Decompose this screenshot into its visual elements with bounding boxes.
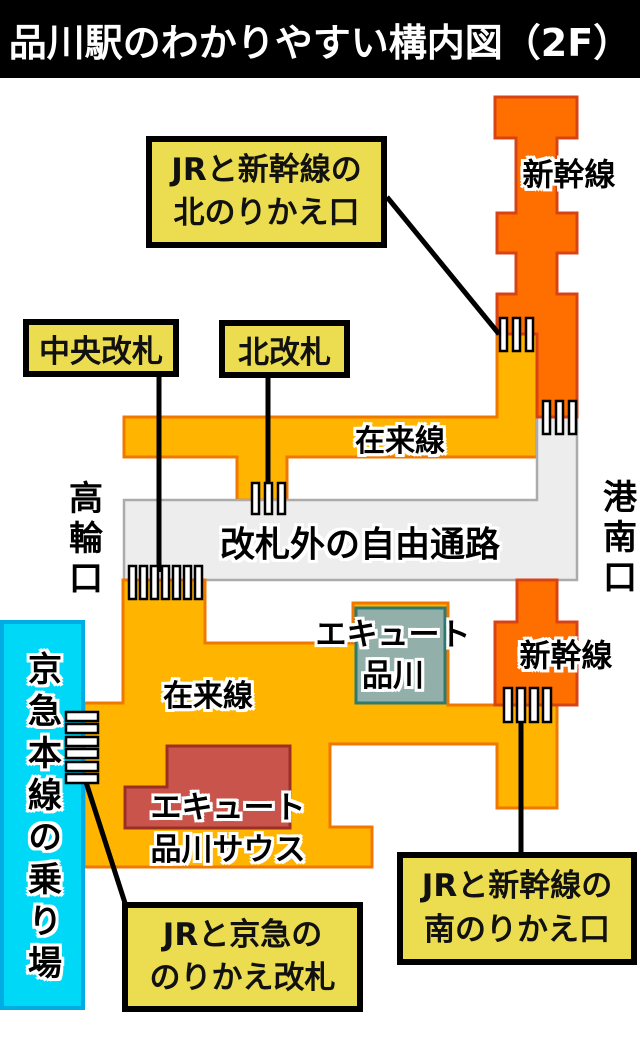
page-title-bar: 品川駅のわかりやすい構内図（2F） <box>0 0 640 78</box>
konan-exit-label: 港南口 <box>596 479 637 599</box>
ecute-shinagawa-area <box>354 606 447 705</box>
central-gate-callout: 中央改札 <box>23 319 179 377</box>
north-gates-icon <box>250 481 287 516</box>
free-passage-label: 改札外の自由通路 <box>219 525 501 566</box>
ecute-shinagawa-label: エキュート 品川 <box>316 615 471 697</box>
south-transfer-callout: JRと新幹線の 南のりかえ口 <box>397 852 637 965</box>
south-transfer-callout-line2: 南のりかえ口 <box>424 911 610 948</box>
keikyu-transfer-leader-line <box>82 778 128 904</box>
takanawa-exit-label: 高輪口 <box>62 480 103 600</box>
north-gate-callout: 北改札 <box>219 320 350 378</box>
shinkansen-south-gates-icon <box>502 686 553 724</box>
central-gate-callout-label: 中央改札 <box>39 333 163 370</box>
ecute-shinagawa-label-line1: エキュート <box>315 617 471 653</box>
jr-line-south-label: 在来線 <box>163 679 253 714</box>
keikyu-transfer-callout-line2: のりかえ改札 <box>149 960 336 996</box>
ecute-south-area <box>123 744 292 830</box>
ecute-south-label-line2: 品川サウス <box>150 832 306 868</box>
north-gate-callout-label: 北改札 <box>238 334 331 371</box>
shinkansen-north-label: 新幹線 <box>522 157 616 194</box>
shinkansen-south-track <box>493 578 579 707</box>
keikyu-platform-label: 京急本線の乗り場 <box>21 651 62 987</box>
north-transfer-callout-line1: JRと新幹線の <box>171 152 362 189</box>
ecute-south-label: エキュート 品川サウス <box>151 787 306 871</box>
shinkansen-south-label: 新幹線 <box>519 638 613 675</box>
page-title: 品川駅のわかりやすい構内図（2F） <box>8 20 632 65</box>
keikyu-platform-area <box>0 620 85 1010</box>
south-transfer-callout-line1: JRと新幹線の <box>421 868 613 905</box>
ecute-south-label-line1: エキュート <box>150 790 306 826</box>
jr-line-north-area <box>122 332 539 502</box>
jr-line-north-label: 在来線 <box>355 424 445 459</box>
shinkansen-north-gates-icon <box>498 316 535 353</box>
keikyu-gates-icon <box>64 710 100 785</box>
shinkansen-mid-gates-icon <box>541 399 578 436</box>
north-transfer-leader-line <box>385 195 501 336</box>
ecute-shinagawa-label-line2: 品川 <box>362 658 424 694</box>
north-transfer-callout: JRと新幹線の 北のりかえ口 <box>146 136 387 248</box>
north-transfer-callout-line2: 北のりかえ口 <box>173 195 360 231</box>
central-gates-icon <box>127 564 204 601</box>
keikyu-transfer-callout-line1: JRと京急の <box>162 916 323 953</box>
keikyu-transfer-callout: JRと京急の のりかえ改札 <box>122 902 363 1012</box>
shinkansen-north-track <box>493 95 579 419</box>
